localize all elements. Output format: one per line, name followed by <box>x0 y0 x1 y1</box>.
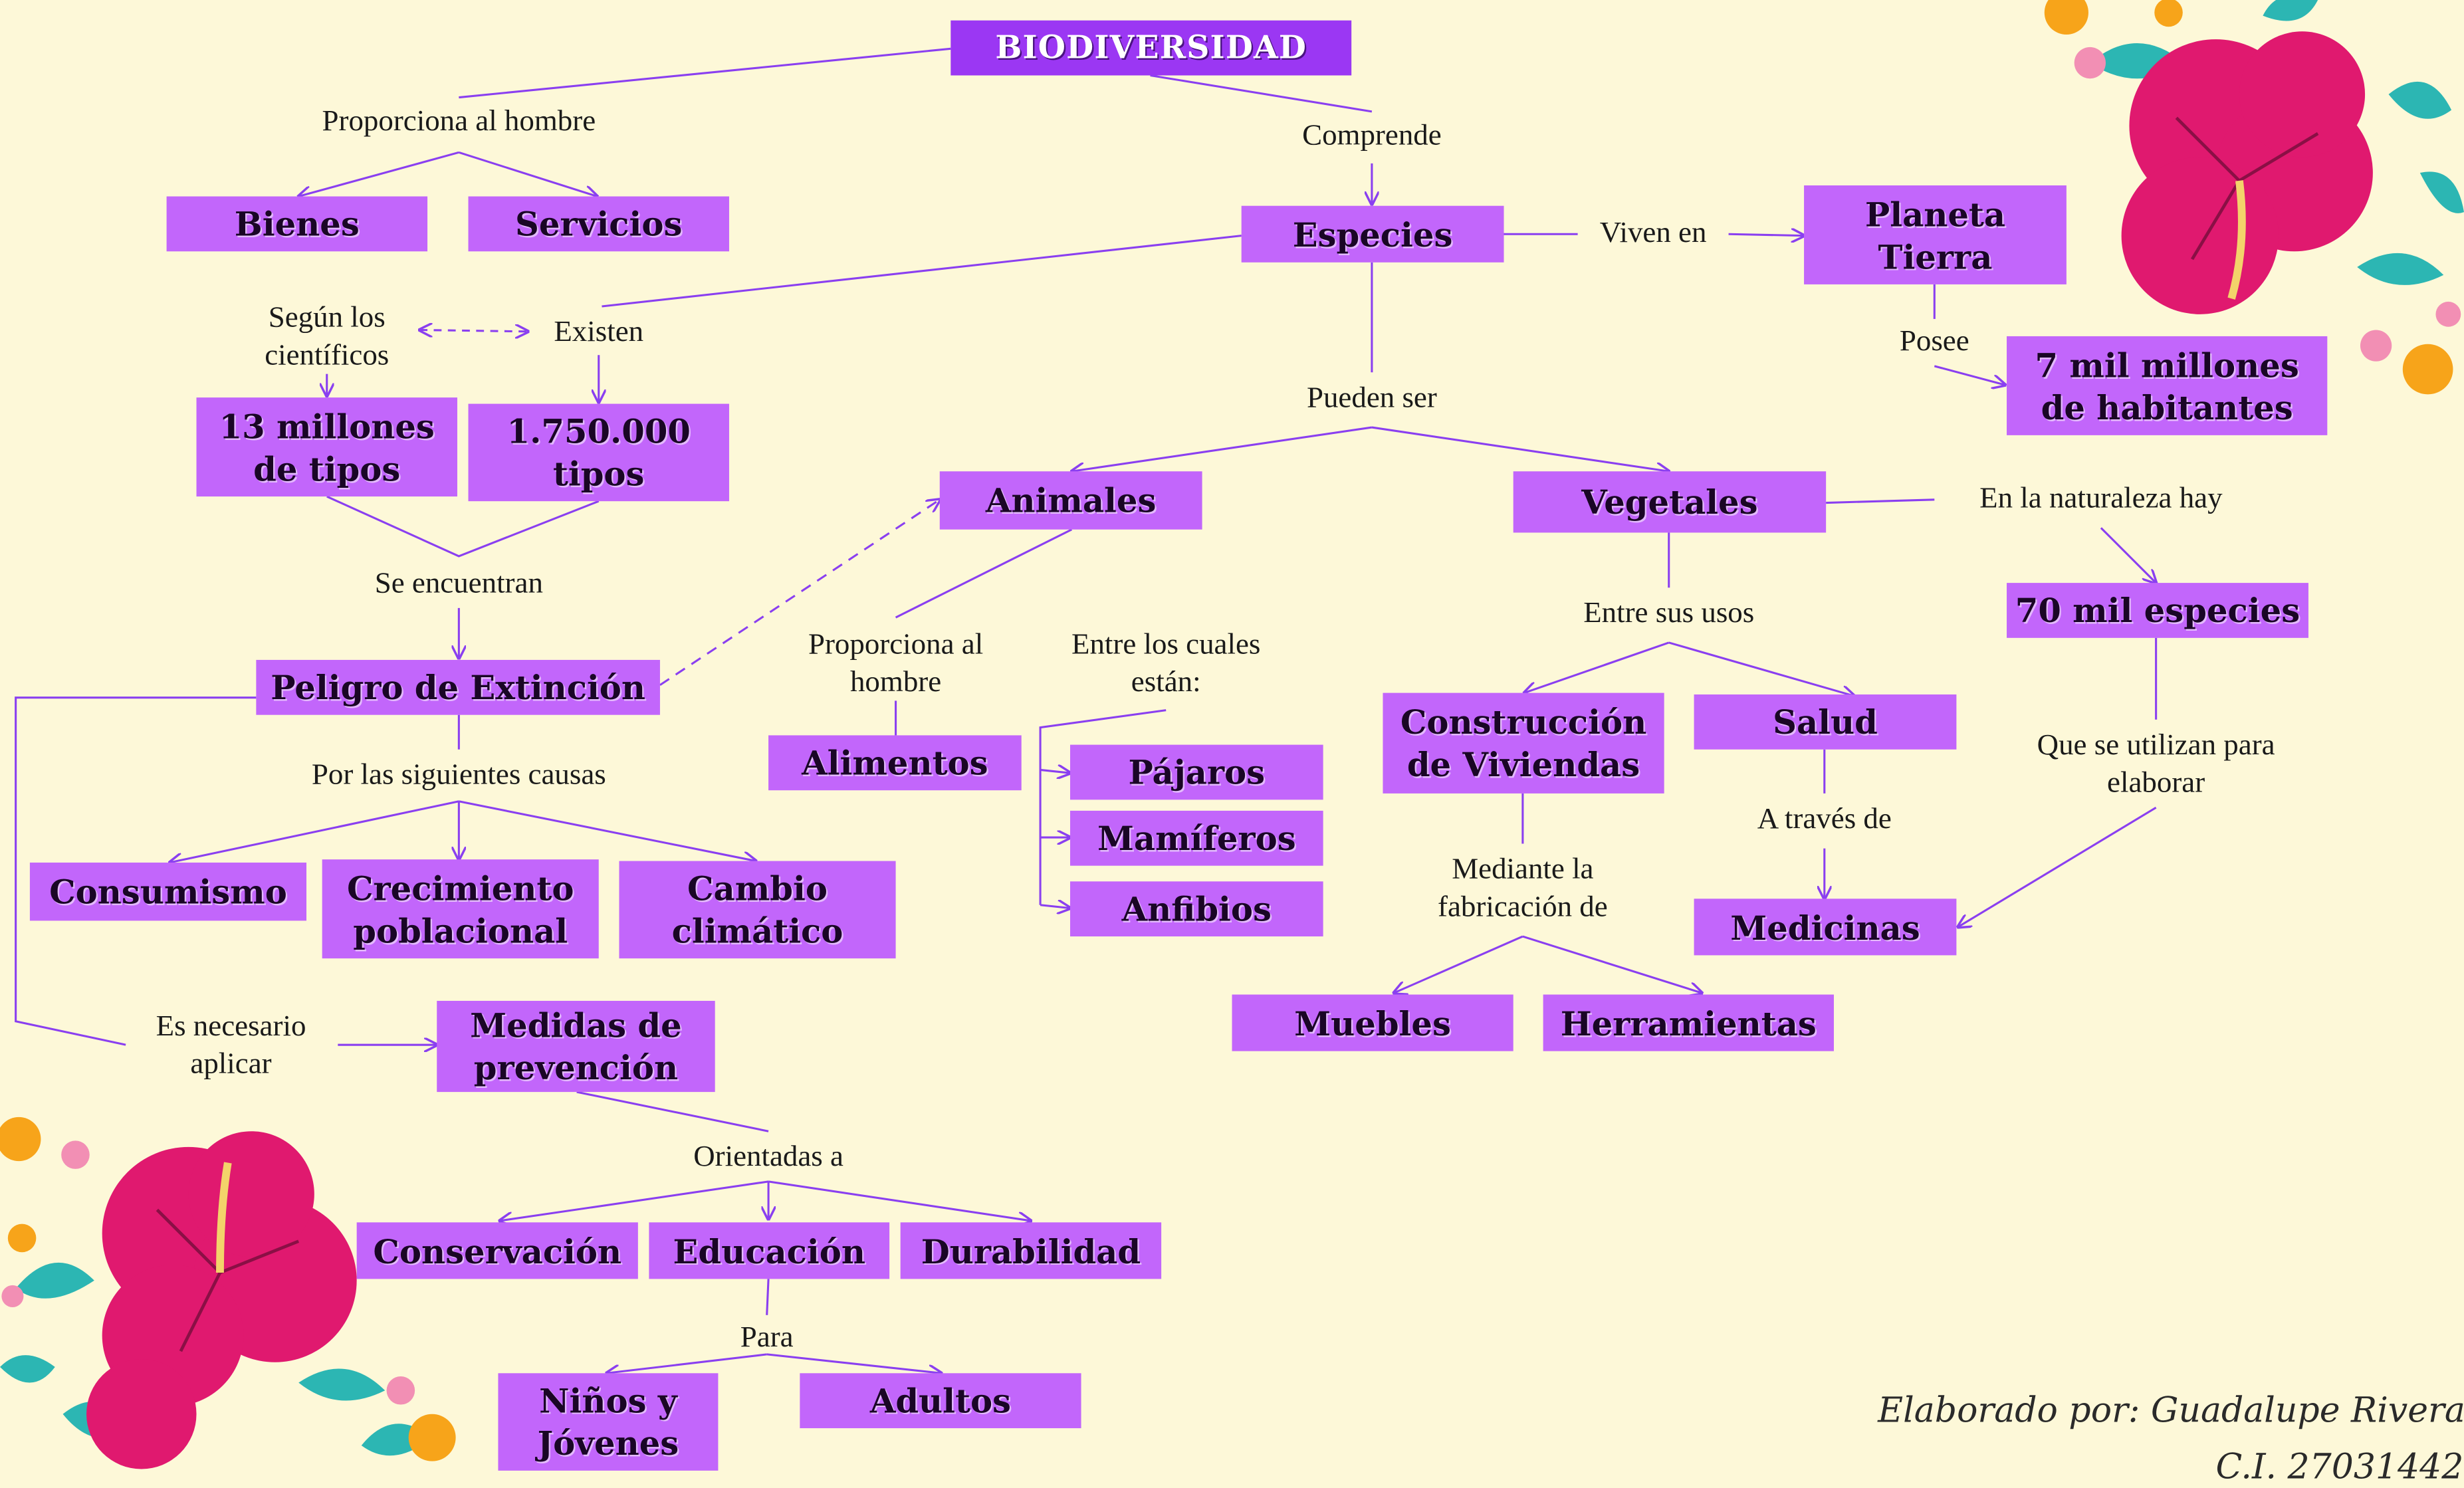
node-conservacion: Conservación <box>356 1222 638 1279</box>
label-viven-en: Viven en <box>1599 217 1707 250</box>
node-cambio-climatico: Cambio climático <box>619 861 896 959</box>
node-mamiferos: Mamíferos <box>1069 810 1323 866</box>
node-vegetales: Vegetales <box>1513 471 1827 533</box>
node-bienes: Bienes <box>166 196 428 252</box>
label-segun-los-cientificos: Según los científicos <box>265 301 390 373</box>
node-anfibios: Anfibios <box>1069 881 1323 937</box>
label-por-las-siguientes-causas: Por las siguientes causas <box>311 758 606 792</box>
node-alimentos: Alimentos <box>768 735 1022 791</box>
node-consumismo: Consumismo <box>29 862 307 921</box>
node-construccion-de-viviendas: Construcción de Viviendas <box>1383 692 1664 794</box>
node-salud: Salud <box>1694 694 1957 750</box>
node-adultos: Adultos <box>800 1373 1081 1429</box>
label-comprende: Comprende <box>1302 119 1442 153</box>
label-entre-los-cuales-estan: Entre los cuales están: <box>1071 628 1261 700</box>
label-para: Para <box>740 1321 794 1354</box>
node-servicios: Servicios <box>468 196 729 252</box>
label-mediante-la-fabricacion-de: Mediante la fabricación de <box>1438 853 1608 924</box>
label-a-traves-de: A través de <box>1757 803 1892 836</box>
title-biodiversidad: BIODIVERSIDAD <box>951 20 1352 76</box>
node-educacion: Educación <box>649 1222 890 1279</box>
label-proporciona-al-hombre: Proporciona al hombre <box>322 105 596 139</box>
node-7-mil-millones: 7 mil millones de habitantes <box>2007 336 2328 435</box>
label-orientadas-a: Orientadas a <box>693 1140 843 1174</box>
label-que-se-utilizan-para-elaborar: Que se utilizan para elaborar <box>2037 728 2275 800</box>
node-pajaros: Pájaros <box>1069 744 1323 800</box>
node-especies: Especies <box>1241 205 1504 263</box>
node-animales: Animales <box>939 471 1202 530</box>
node-peligro-de-extincion: Peligro de Extinción <box>256 659 660 715</box>
node-ninos-y-jovenes: Niños y Jóvenes <box>498 1373 719 1471</box>
label-entre-sus-usos: Entre sus usos <box>1583 597 1755 631</box>
flower-decoration-top-right <box>2044 0 2464 395</box>
label-en-la-naturaleza-hay: En la naturaleza hay <box>1979 482 2223 516</box>
node-medicinas: Medicinas <box>1694 899 1957 956</box>
node-muebles: Muebles <box>1232 994 1513 1051</box>
node-13-millones: 13 millones de tipos <box>196 397 457 497</box>
node-herramientas: Herramientas <box>1543 994 1834 1051</box>
label-existen: Existen <box>554 316 644 349</box>
label-proporciona-al-hombre-2: Proporciona al hombre <box>808 628 984 700</box>
node-medidas-de-prevencion: Medidas de prevención <box>437 1000 715 1093</box>
credit-id: C.I. 27031442 <box>2215 1448 2464 1488</box>
label-es-necesario-aplicar: Es necesario aplicar <box>156 1010 306 1081</box>
node-crecimiento-poblacional: Crecimiento poblacional <box>322 859 599 959</box>
node-70-mil-especies: 70 mil especies <box>2007 583 2308 638</box>
node-1750000-tipos: 1.750.000 tipos <box>468 403 729 502</box>
label-se-encuentran: Se encuentran <box>374 567 543 601</box>
label-pueden-ser: Pueden ser <box>1306 381 1437 415</box>
node-planeta-tierra: Planeta Tierra <box>1804 185 2067 284</box>
label-posee: Posee <box>1899 325 1969 359</box>
flower-decoration-bottom-left <box>0 1116 456 1469</box>
node-durabilidad: Durabilidad <box>900 1222 1162 1279</box>
credit-author: Elaborado por: Guadalupe Rivera Neris <box>1878 1392 2464 1432</box>
